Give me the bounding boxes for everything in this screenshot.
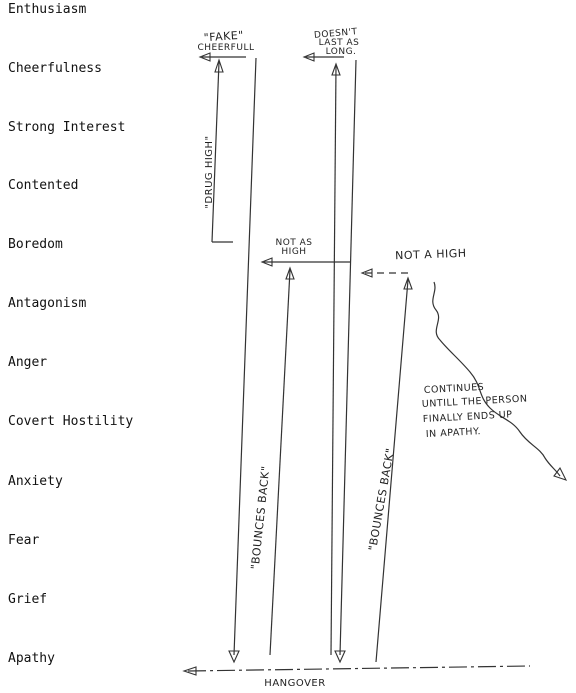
- note-fake: "FAKE": [203, 29, 244, 45]
- note-cheerfull: CHEERFULL: [198, 43, 255, 53]
- crash-down-arrow-1: [233, 57, 257, 656]
- note-bounces-back-1: "BOUNCES BACK": [249, 465, 273, 570]
- scale-label-contented: Contented: [8, 178, 79, 193]
- scale-label-anger: Anger: [8, 355, 48, 370]
- arrowhead-down: [334, 650, 346, 664]
- arrowhead-left: [360, 268, 373, 278]
- second-cycle-arrows: [260, 52, 357, 664]
- note-not-as: NOT AS: [275, 238, 312, 248]
- second-high-up-arrow: [330, 65, 337, 656]
- arrowhead-left: [182, 666, 197, 676]
- scale-label-cheerfulness: Cheerfulness: [8, 61, 102, 76]
- arrowhead-left: [302, 52, 315, 62]
- note-last-as: LAST AS: [319, 38, 360, 48]
- scale-label-antagonism: Antagonism: [8, 296, 87, 311]
- note-not-a-high: NOT A HIGH: [395, 247, 467, 262]
- note-long: LONG.: [326, 47, 357, 57]
- scale-label-boredom: Boredom: [8, 237, 63, 252]
- arrowhead-up: [403, 276, 413, 290]
- bounce-back-up-arrow-2: [375, 279, 409, 663]
- handwritten-notes: "FAKE" CHEERFULL DOESN'T LAST AS LONG. "…: [198, 27, 528, 689]
- note-in-apathy: IN APATHY.: [426, 426, 482, 440]
- drug-high-up-arrow: [211, 61, 220, 243]
- scale-label-covert-hostility: Covert Hostility: [8, 414, 134, 429]
- first-cycle-arrows: [198, 52, 257, 664]
- arrowhead-down: [228, 650, 240, 664]
- note-bounces-back-2: "BOUNCES BACK": [366, 447, 397, 552]
- note-finally-ends-up: FINALLY ENDS UP: [423, 409, 513, 425]
- arrowhead-left: [198, 52, 211, 62]
- scale-label-anxiety: Anxiety: [8, 474, 63, 489]
- note-doesnt: DOESN'T: [314, 27, 358, 41]
- arrowhead-up: [214, 58, 224, 73]
- scale-label-enthusiasm: Enthusiasm: [8, 2, 87, 17]
- arrowhead-left: [260, 257, 273, 267]
- note-continues: CONTINUES: [424, 382, 485, 396]
- scale-label-fear: Fear: [8, 533, 40, 548]
- arrowhead-down-right: [553, 466, 568, 481]
- bounce-back-up-arrow-1: [269, 269, 291, 656]
- crash-down-arrow-2: [339, 59, 357, 656]
- note-until-the-person: UNTILL THE PERSON: [422, 393, 528, 410]
- wavy-decline-line: [432, 281, 561, 477]
- hangover-line-group: [182, 665, 531, 676]
- scale-label-apathy: Apathy: [8, 651, 55, 666]
- note-drug-high: "DRUG HIGH": [204, 135, 215, 208]
- note-high: HIGH: [281, 247, 306, 257]
- scale-label-grief: Grief: [8, 592, 48, 607]
- third-cycle-arrows: [360, 268, 568, 663]
- arrowhead-up: [331, 62, 341, 76]
- arrowhead-up: [285, 266, 295, 280]
- scale-label-strong-interest: Strong Interest: [8, 120, 126, 135]
- note-hangover: HANGOVER: [264, 678, 325, 689]
- hangover-line: [187, 665, 531, 672]
